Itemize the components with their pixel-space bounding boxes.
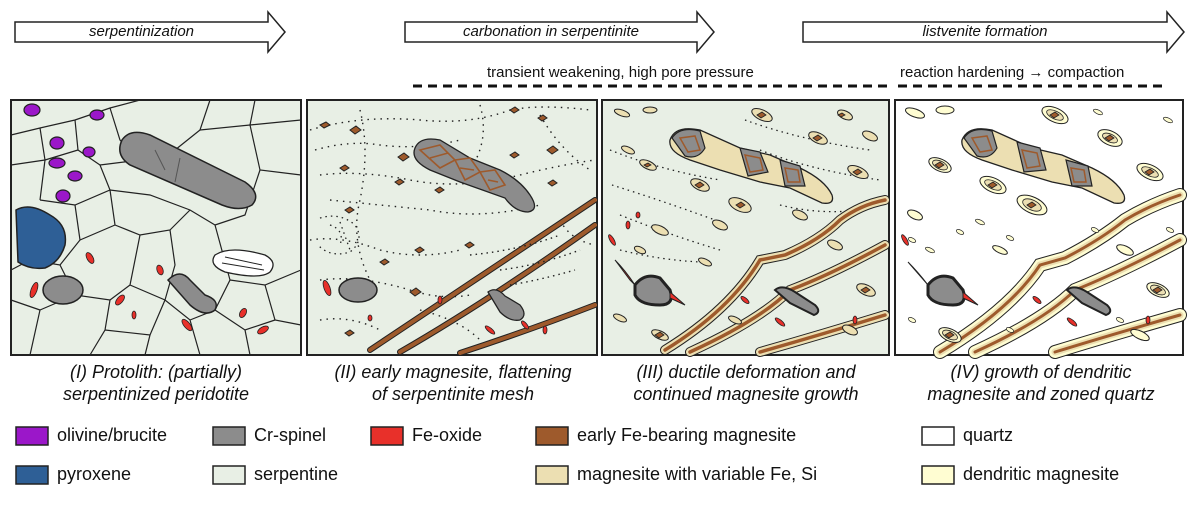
legend-swatch-8: [921, 465, 955, 485]
caption-panel-1: (I) Protolith: (partially) serpentinized…: [62, 362, 250, 404]
legend-label-magnesite-variable: magnesite with variable Fe, Si: [577, 464, 818, 484]
legend-label-serpentine: serpentine: [254, 464, 339, 484]
legend-label-quartz: quartz: [963, 425, 1014, 445]
legend-swatch-1: [212, 426, 246, 446]
arrow-label-listvenite: listvenite formation: [922, 23, 1048, 40]
note-reaction-hardening: reaction hardening → compaction: [900, 64, 1125, 81]
panel-2-early-magnesite: [306, 99, 598, 356]
legend-swatch-3: [535, 426, 569, 446]
legend-swatch-0: [15, 426, 49, 446]
legend-label-cr-spinel: Cr-spinel: [254, 425, 327, 445]
legend-label-fe-oxide: Fe-oxide: [412, 425, 483, 445]
panel-1-protolith: [10, 99, 302, 356]
legend-label-olivine-brucite: olivine/brucite: [57, 425, 168, 445]
stage-arrow-2: [404, 9, 715, 55]
legend-swatch-6: [212, 465, 246, 485]
legend-swatches: [15, 426, 955, 485]
legend-label-early-fe-magnesite: early Fe-bearing magnesite: [577, 425, 797, 445]
legend-label-pyroxene: pyroxene: [57, 464, 132, 484]
panel-4-dendritic-magnesite: [894, 99, 1187, 359]
note-transient-weakening: transient weakening, high pore pressure: [487, 64, 754, 81]
legend-swatch-4: [921, 426, 955, 446]
caption-panel-3: (III) ductile deformation and continued …: [633, 362, 859, 404]
stage-arrow-3: [802, 9, 1185, 55]
legend-swatch-7: [535, 465, 569, 485]
legend-swatch-5: [15, 465, 49, 485]
caption-panel-2: (II) early magnesite, flattening of serp…: [334, 362, 572, 404]
arrow-label-carbonation: carbonation in serpentinite: [463, 23, 639, 40]
caption-panel-4: (IV) growth of dendritic magnesite and z…: [927, 362, 1155, 404]
legend-swatch-2: [370, 426, 404, 446]
arrow-label-serpentinization: serpentinization: [88, 23, 195, 40]
stage-arrow-1: [14, 9, 286, 55]
legend-label-dendritic-magnesite: dendritic magnesite: [963, 464, 1120, 484]
panel-3-ductile-deformation: [601, 99, 890, 357]
